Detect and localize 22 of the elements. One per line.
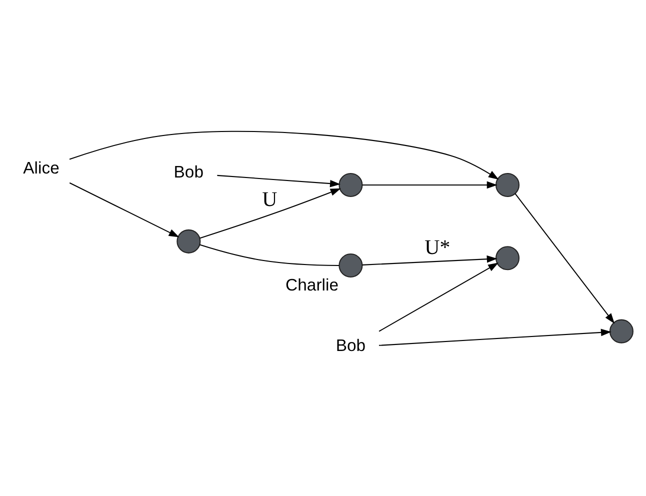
node-circle <box>495 246 520 270</box>
node-label: Charlie <box>286 274 339 294</box>
node-circle <box>338 172 363 196</box>
node-circle <box>338 252 363 277</box>
edge-label: U* <box>424 234 450 258</box>
arrow <box>378 328 612 346</box>
node-text: Bob <box>174 162 204 181</box>
node-circle <box>609 318 634 343</box>
arrow <box>217 174 340 187</box>
connector <box>200 244 340 266</box>
arrow <box>514 192 615 324</box>
arrow <box>362 254 498 265</box>
node-circle <box>495 172 520 196</box>
arrow <box>69 182 180 237</box>
node-circle <box>176 228 201 253</box>
edge-label: U <box>262 186 278 210</box>
arrow <box>200 188 341 238</box>
arrow <box>362 180 498 188</box>
arrow <box>378 262 499 332</box>
node-text: Bob <box>336 335 366 354</box>
node-text: Alice <box>23 158 60 177</box>
arrow <box>69 130 499 180</box>
